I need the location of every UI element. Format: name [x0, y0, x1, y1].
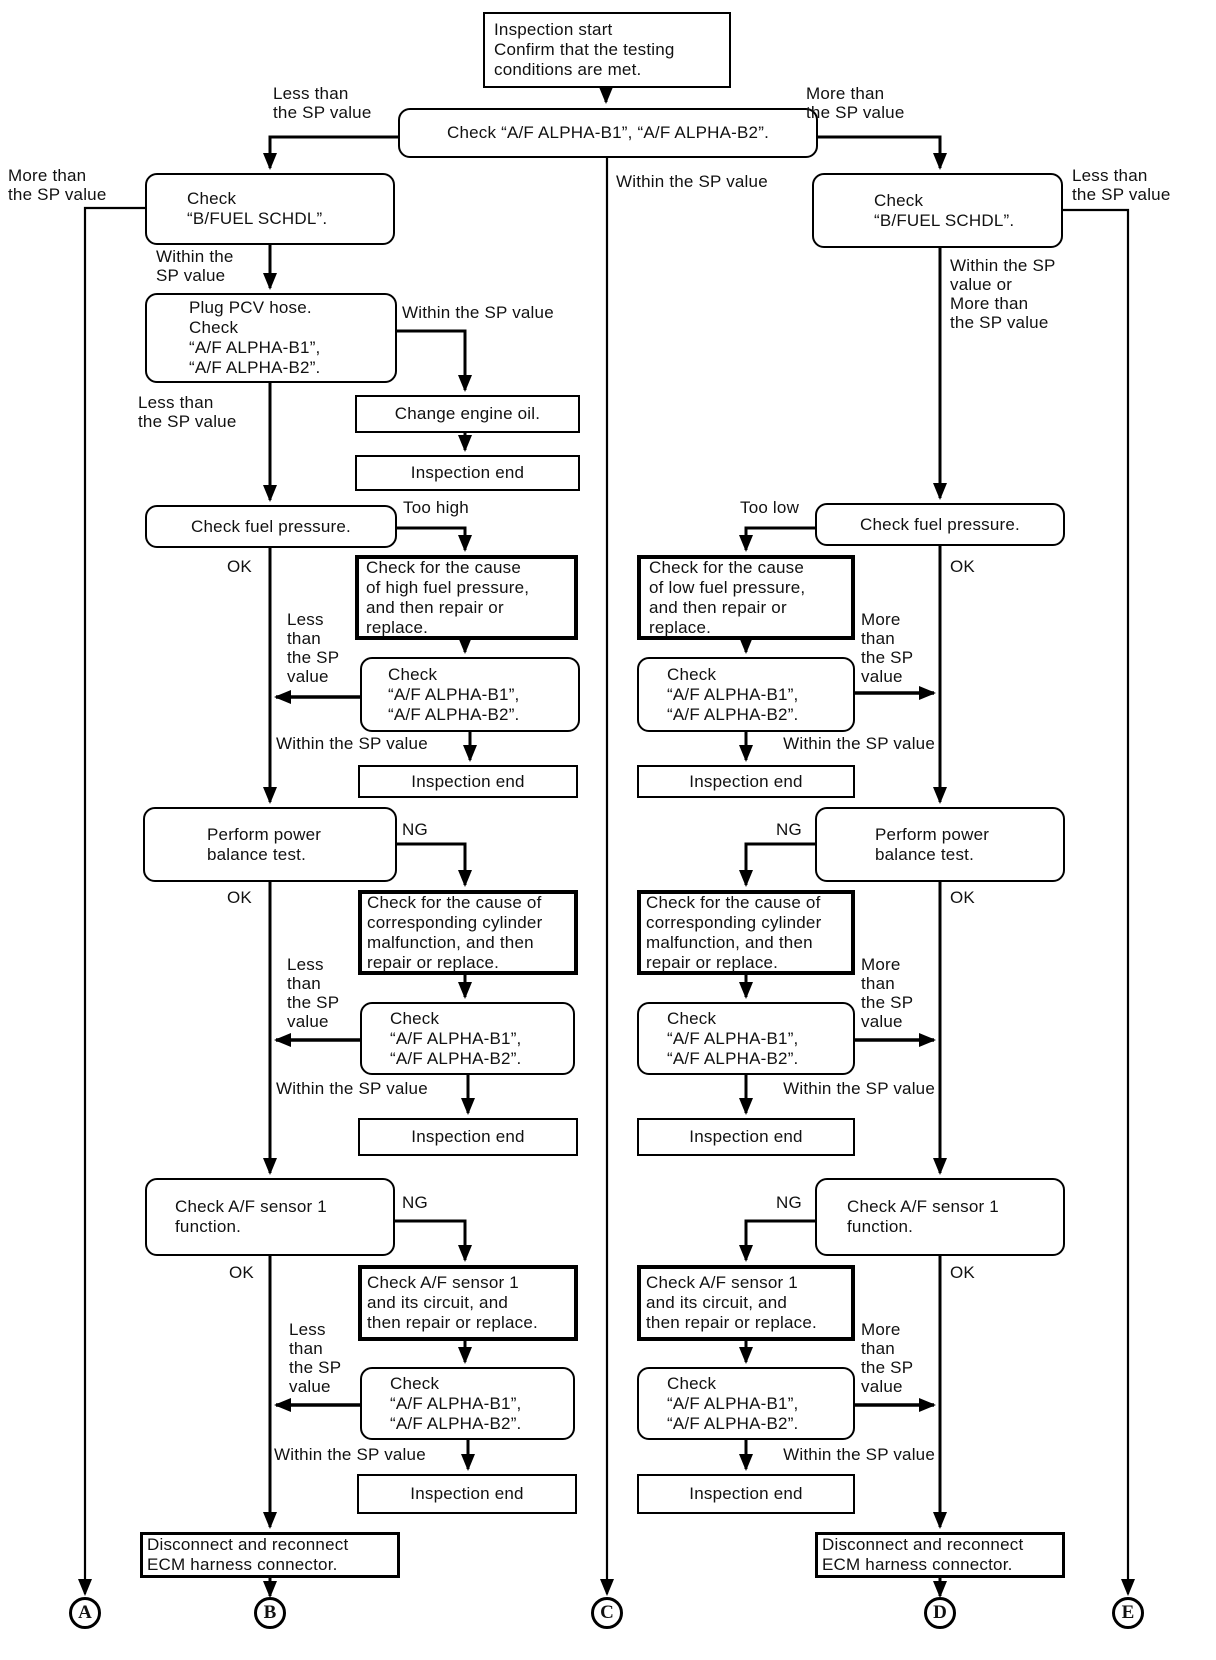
edge-label-ng-left-1: NG [402, 820, 428, 839]
connector-fuel-right-branch [739, 526, 815, 552]
node-check-sensor-right: Check A/F sensor 1 function. [815, 1178, 1065, 1256]
edge-label-within-oil: Within the SP value [402, 303, 554, 322]
edge-label-less-top-left: Less than the SP value [273, 84, 372, 122]
terminal-a-circle: A [69, 1597, 101, 1629]
node-check-circuit-right: Check A/F sensor 1 and its circuit, and … [637, 1265, 855, 1341]
node-check-alpha-r3: Check “A/F ALPHA-B1”, “A/F ALPHA-B2”. [637, 1367, 855, 1440]
edge-label-more4-right-1: More than the SP value [861, 610, 914, 686]
edge-label-ok-left-1: OK [227, 557, 252, 576]
terminal-b-circle: B [254, 1597, 286, 1629]
edge-label-more-outer-left: More than the SP value [8, 166, 107, 204]
node-check-fuel-left: Check fuel pressure. [145, 505, 397, 548]
edge-label-ok-right-2: OK [950, 888, 975, 907]
edge-label-within-right-1: Within the SP value [783, 734, 935, 753]
edge-label-ng-left-2: NG [402, 1193, 428, 1212]
node-inspection-end-r2: Inspection end [637, 1118, 855, 1156]
connector-alpha-more-right [818, 135, 947, 170]
node-check-bfuel-right: Check “B/FUEL SCHDL”. [812, 173, 1063, 248]
connector-sensor-left-branch [395, 1219, 472, 1262]
edge-label-less4-left-1: Less than the SP value [287, 610, 340, 686]
edge-label-within-left-1: Within the SP value [276, 734, 428, 753]
edge-label-too-low: Too low [740, 498, 800, 517]
node-inspection-end-l3: Inspection end [357, 1474, 577, 1514]
edge-label-within-left-3: Within the SP value [274, 1445, 426, 1464]
edge-label-less4-left-2: Less than the SP value [287, 955, 340, 1031]
connector-power-left-branch [397, 842, 472, 887]
edge-label-less4-left-3: Less than the SP value [289, 1320, 342, 1396]
node-cause-cylinder-left: Check for the cause of corresponding cyl… [358, 890, 578, 975]
connector-alpha-less-left [263, 135, 398, 170]
edge-label-too-high: Too high [403, 498, 469, 517]
connector-power-right-branch [739, 842, 815, 887]
edge-label-ok-left-3: OK [229, 1263, 254, 1282]
node-disconnect-left: Disconnect and reconnect ECM harness con… [140, 1532, 400, 1578]
terminal-e-circle: E [1112, 1597, 1144, 1629]
connector-pcv-to-oil [397, 329, 472, 392]
node-check-alpha-r1: Check “A/F ALPHA-B1”, “A/F ALPHA-B2”. [637, 657, 855, 732]
edge-label-within-right-3: Within the SP value [783, 1445, 935, 1464]
terminal-c-circle: C [591, 1597, 623, 1629]
edge-label-within-or-more: Within the SP value or More than the SP … [950, 256, 1056, 332]
edge-label-ok-right-1: OK [950, 557, 975, 576]
node-power-balance-left: Perform power balance test. [143, 807, 397, 882]
node-disconnect-right: Disconnect and reconnect ECM harness con… [815, 1532, 1065, 1578]
edge-label-within-center: Within the SP value [616, 172, 768, 191]
node-cause-low-fuel: Check for the cause of low fuel pressure… [637, 555, 855, 640]
edge-label-ng-right-2: NG [776, 1193, 802, 1212]
edge-label-more4-right-3: More than the SP value [861, 1320, 914, 1396]
node-change-oil: Change engine oil. [355, 395, 580, 433]
edge-label-ng-right-1: NG [776, 820, 802, 839]
node-inspection-end-l2: Inspection end [358, 1118, 578, 1156]
edge-label-ok-left-2: OK [227, 888, 252, 907]
node-inspection-end-l0: Inspection end [355, 455, 580, 491]
connector-fuel-left-branch [397, 526, 472, 552]
node-check-alpha-r2: Check “A/F ALPHA-B1”, “A/F ALPHA-B2”. [637, 1002, 855, 1075]
node-check-alpha-l2: Check “A/F ALPHA-B1”, “A/F ALPHA-B2”. [360, 1002, 575, 1075]
node-inspection-end-l1: Inspection end [358, 765, 578, 798]
edge-label-within-right-2: Within the SP value [783, 1079, 935, 1098]
node-check-sensor-left: Check A/F sensor 1 function. [145, 1178, 395, 1256]
connector-sensor-right-branch [739, 1219, 815, 1262]
node-inspection-end-r1: Inspection end [637, 765, 855, 798]
node-cause-cylinder-right: Check for the cause of corresponding cyl… [637, 890, 855, 975]
edge-label-less-outer-right: Less than the SP value [1072, 166, 1171, 204]
connector-bfuel-right-to-e [1061, 208, 1135, 1596]
connector-bfuel-left-to-a [78, 206, 145, 1596]
node-inspection-start: Inspection start Confirm that the testin… [483, 12, 731, 88]
node-check-alpha-top: Check “A/F ALPHA-B1”, “A/F ALPHA-B2”. [398, 108, 818, 158]
edge-label-more4-right-2: More than the SP value [861, 955, 914, 1031]
edge-label-less-pcv: Less than the SP value [138, 393, 237, 431]
edge-label-more-top-right: More than the SP value [806, 84, 905, 122]
node-cause-high-fuel: Check for the cause of high fuel pressur… [355, 555, 578, 640]
node-plug-pcv: Plug PCV hose. Check “A/F ALPHA-B1”, “A/… [145, 293, 397, 383]
edge-label-within-left-top: Within the SP value [156, 247, 234, 285]
edge-label-within-left-2: Within the SP value [276, 1079, 428, 1098]
node-inspection-end-r3: Inspection end [637, 1474, 855, 1514]
node-power-balance-right: Perform power balance test. [815, 807, 1065, 882]
terminal-d-circle: D [924, 1597, 956, 1629]
node-check-bfuel-left: Check “B/FUEL SCHDL”. [145, 173, 395, 245]
node-check-alpha-l1: Check “A/F ALPHA-B1”, “A/F ALPHA-B2”. [360, 657, 580, 732]
edge-label-ok-right-3: OK [950, 1263, 975, 1282]
node-check-circuit-left: Check A/F sensor 1 and its circuit, and … [358, 1265, 578, 1341]
node-check-fuel-right: Check fuel pressure. [815, 503, 1065, 546]
node-check-alpha-l3: Check “A/F ALPHA-B1”, “A/F ALPHA-B2”. [360, 1367, 575, 1440]
